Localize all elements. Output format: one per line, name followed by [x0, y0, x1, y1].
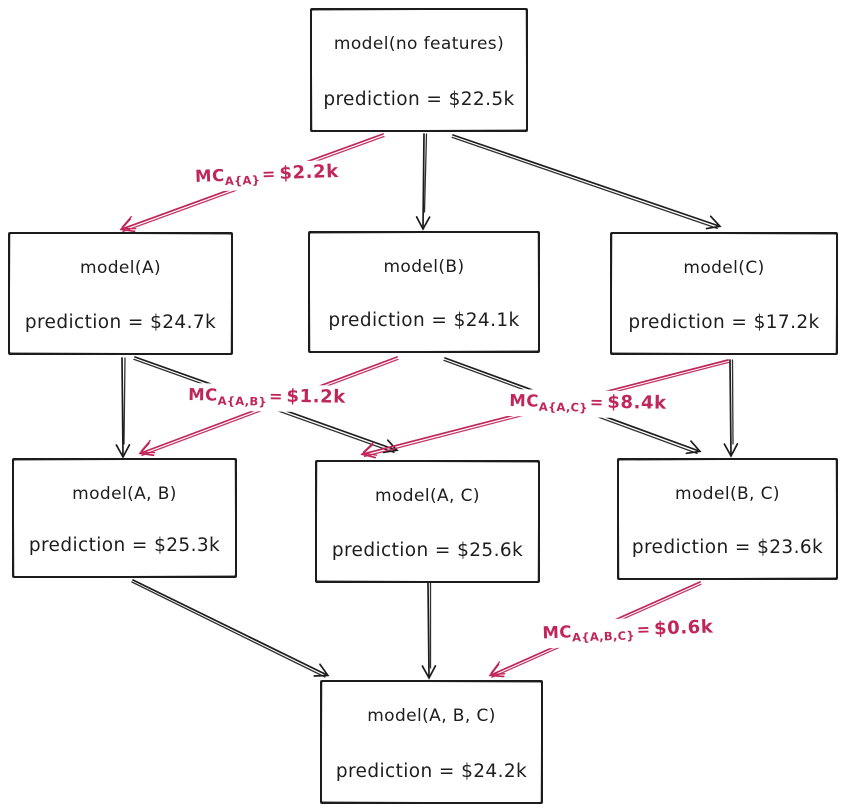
- node-prediction: prediction = $22.5k: [323, 89, 515, 110]
- mc-value: $0.6k: [653, 616, 714, 640]
- node-title: model(A, C): [375, 486, 480, 506]
- edge-a-to-ab: [115, 357, 131, 459]
- node-model-b: model(B) prediction = $24.1k: [308, 231, 540, 353]
- node-prediction: prediction = $24.2k: [335, 761, 528, 782]
- node-title: model(C): [683, 258, 765, 278]
- node-model-c: model(C) prediction = $17.2k: [610, 232, 838, 355]
- mc-label-ab: MCA{A,B}=$1.2k: [181, 382, 353, 414]
- mc-equals: =: [268, 386, 283, 406]
- mc-subscript: A{A,B,C}: [571, 628, 636, 645]
- node-model-ab: model(A, B) prediction = $25.3k: [12, 458, 237, 578]
- node-model-bc: model(B, C) prediction = $23.6k: [617, 458, 838, 580]
- node-prediction: prediction = $17.2k: [628, 312, 820, 333]
- node-prediction: prediction = $25.3k: [28, 535, 221, 556]
- node-title: model(A, B, C): [367, 706, 496, 726]
- mc-prefix: MC: [188, 385, 218, 405]
- edge-nofeatures-to-c: [451, 134, 722, 230]
- mc-subscript: A{A,C}: [538, 399, 588, 415]
- mc-label-ac: MCA{A,C}=$8.4k: [503, 388, 673, 420]
- mc-equals: =: [589, 392, 604, 412]
- mc-subscript: A{A,B}: [217, 393, 268, 409]
- node-prediction: prediction = $25.6k: [331, 540, 524, 561]
- edge-ac-to-abc: [421, 582, 437, 680]
- node-title: model(A, B): [72, 484, 177, 504]
- mc-subscript: A{A}: [224, 172, 261, 189]
- mc-equals: =: [261, 164, 276, 184]
- mc-label-a: MCA{A}=$2.2k: [188, 159, 346, 193]
- mc-value: $8.4k: [607, 391, 667, 414]
- mc-value: $1.2k: [286, 385, 347, 408]
- node-model-no-features: model(no features) prediction = $22.5k: [310, 8, 528, 132]
- node-model-ac: model(A, C) prediction = $25.6k: [315, 460, 540, 583]
- node-title: model(A): [79, 258, 162, 278]
- edge-nofeatures-to-b: [415, 133, 431, 231]
- mc-prefix: MC: [509, 391, 540, 411]
- mc-prefix: MC: [194, 165, 225, 186]
- node-model-a: model(A) prediction = $24.7k: [8, 232, 233, 355]
- mc-equals: =: [636, 619, 651, 640]
- mc-value: $2.2k: [279, 160, 340, 184]
- node-title: model(B): [383, 257, 465, 277]
- edge-c-to-bc: [723, 359, 739, 458]
- node-title: model(no features): [333, 34, 505, 54]
- node-model-abc: model(A, B, C) prediction = $24.2k: [320, 680, 543, 804]
- node-prediction: prediction = $24.1k: [328, 310, 520, 331]
- node-title: model(B, C): [675, 484, 780, 504]
- edge-ab-to-abc: [131, 579, 330, 678]
- mc-prefix: MC: [542, 622, 573, 643]
- node-prediction: prediction = $24.7k: [24, 312, 217, 333]
- node-prediction: prediction = $23.6k: [631, 537, 824, 558]
